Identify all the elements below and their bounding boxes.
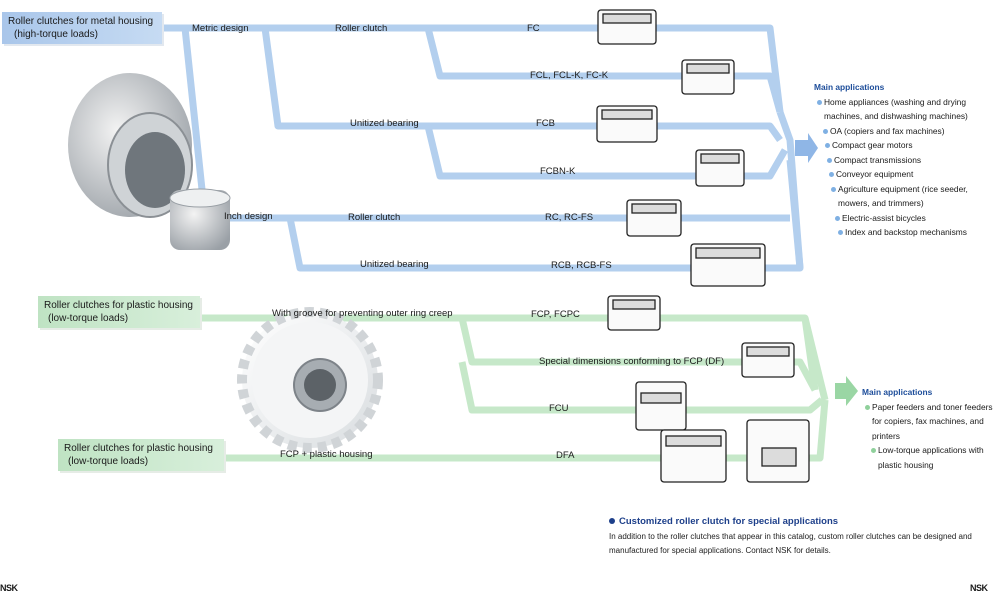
metal-app-item: OA (copiers and fax machines) xyxy=(823,124,968,139)
plastic-main-applications: Main applications Paper feeders and tone… xyxy=(862,385,993,472)
product-fc: FC xyxy=(527,23,540,34)
product-fcp: FCP, FCPC xyxy=(531,309,580,320)
product-fcu: FCU xyxy=(549,403,569,414)
metal-app-item: Compact gear motors xyxy=(825,138,968,153)
custom-clutch-note: Customized roller clutch for special app… xyxy=(609,516,994,558)
metal-app-item: Agriculture equipment (rice seeder, xyxy=(831,182,968,197)
plastic-header2-line1: Roller clutches for plastic housing xyxy=(64,443,213,454)
note-title: Customized roller clutch for special app… xyxy=(609,516,994,527)
plastic-header2-line2: (low-torque loads) xyxy=(68,456,149,467)
metal-apps-title: Main applications xyxy=(814,82,885,92)
note-body-line1: In addition to the roller clutches that … xyxy=(609,532,972,541)
metal-app-item: Conveyor equipment xyxy=(829,167,968,182)
plastic-app-item: Paper feeders and toner feeders xyxy=(865,400,993,415)
plastic-apps-title: Main applications xyxy=(862,387,933,397)
metal-app-item-cont: mowers, and trimmers) xyxy=(838,198,924,208)
brand-logo-left: NSK xyxy=(0,583,18,593)
metal-flow-lines xyxy=(155,24,804,272)
metal-app-item: Home appliances (washing and drying xyxy=(817,95,968,110)
label-special-dims: Special dimensions conforming to FCP (DF… xyxy=(539,356,725,367)
metal-apps-arrow xyxy=(795,133,818,163)
plastic-gear-photo xyxy=(237,307,383,453)
metal-clutch-photo xyxy=(68,73,231,250)
product-fcbn-k: FCBN-K xyxy=(540,166,576,177)
product-dfa: DFA xyxy=(556,450,575,461)
plastic-app-item-cont: printers xyxy=(872,430,900,441)
plastic-housing-header-1: Roller clutches for plastic housing (low… xyxy=(38,296,200,328)
label-metric-unitized: Unitized bearing xyxy=(350,118,419,129)
metal-app-item: Compact transmissions xyxy=(827,153,968,168)
metal-housing-header: Roller clutches for metal housing (high-… xyxy=(2,12,162,44)
label-metric-roller-clutch: Roller clutch xyxy=(335,23,388,34)
metal-app-item: Index and backstop mechanisms xyxy=(838,225,968,240)
plastic-apps-arrow xyxy=(835,376,858,406)
metal-app-item: Electric-assist bicycles xyxy=(835,211,968,226)
plastic-header1-line2: (low-torque loads) xyxy=(48,313,129,324)
label-inch-roller-clutch: Roller clutch xyxy=(348,212,401,223)
label-fcp-plastic: FCP + plastic housing xyxy=(280,449,373,460)
metal-app-item-cont: machines, and dishwashing machines) xyxy=(824,111,968,121)
plastic-header1-line1: Roller clutches for plastic housing xyxy=(44,300,193,311)
label-metric-design: Metric design xyxy=(192,23,249,34)
bearing-images-metal xyxy=(596,9,766,287)
metal-header-line1: Roller clutches for metal housing xyxy=(8,16,154,27)
plastic-app-item-cont: for copiers, fax machines, and xyxy=(872,416,984,426)
product-rcb: RCB, RCB-FS xyxy=(551,260,612,271)
label-inch-unitized: Unitized bearing xyxy=(360,259,429,270)
note-body: In addition to the roller clutches that … xyxy=(609,530,994,558)
brand-logo-right: NSK xyxy=(970,583,988,593)
plastic-housing-header-2: Roller clutches for plastic housing (low… xyxy=(58,439,224,471)
label-inch-design: Inch design xyxy=(224,211,273,222)
plastic-app-item: Low-torque applications with xyxy=(871,443,993,458)
product-fcb: FCB xyxy=(536,118,555,129)
product-rc: RC, RC-FS xyxy=(545,212,594,223)
bearing-images-plastic xyxy=(607,295,810,483)
product-fcl: FCL, FCL-K, FC-K xyxy=(530,70,609,81)
label-groove: With groove for preventing outer ring cr… xyxy=(272,308,453,319)
plastic-app-item-cont: plastic housing xyxy=(878,459,934,470)
metal-header-line2: (high-torque loads) xyxy=(14,29,98,40)
note-body-line2: manufactured for special applications. C… xyxy=(609,546,831,555)
metal-main-applications: Main applications Home appliances (washi… xyxy=(814,80,968,240)
